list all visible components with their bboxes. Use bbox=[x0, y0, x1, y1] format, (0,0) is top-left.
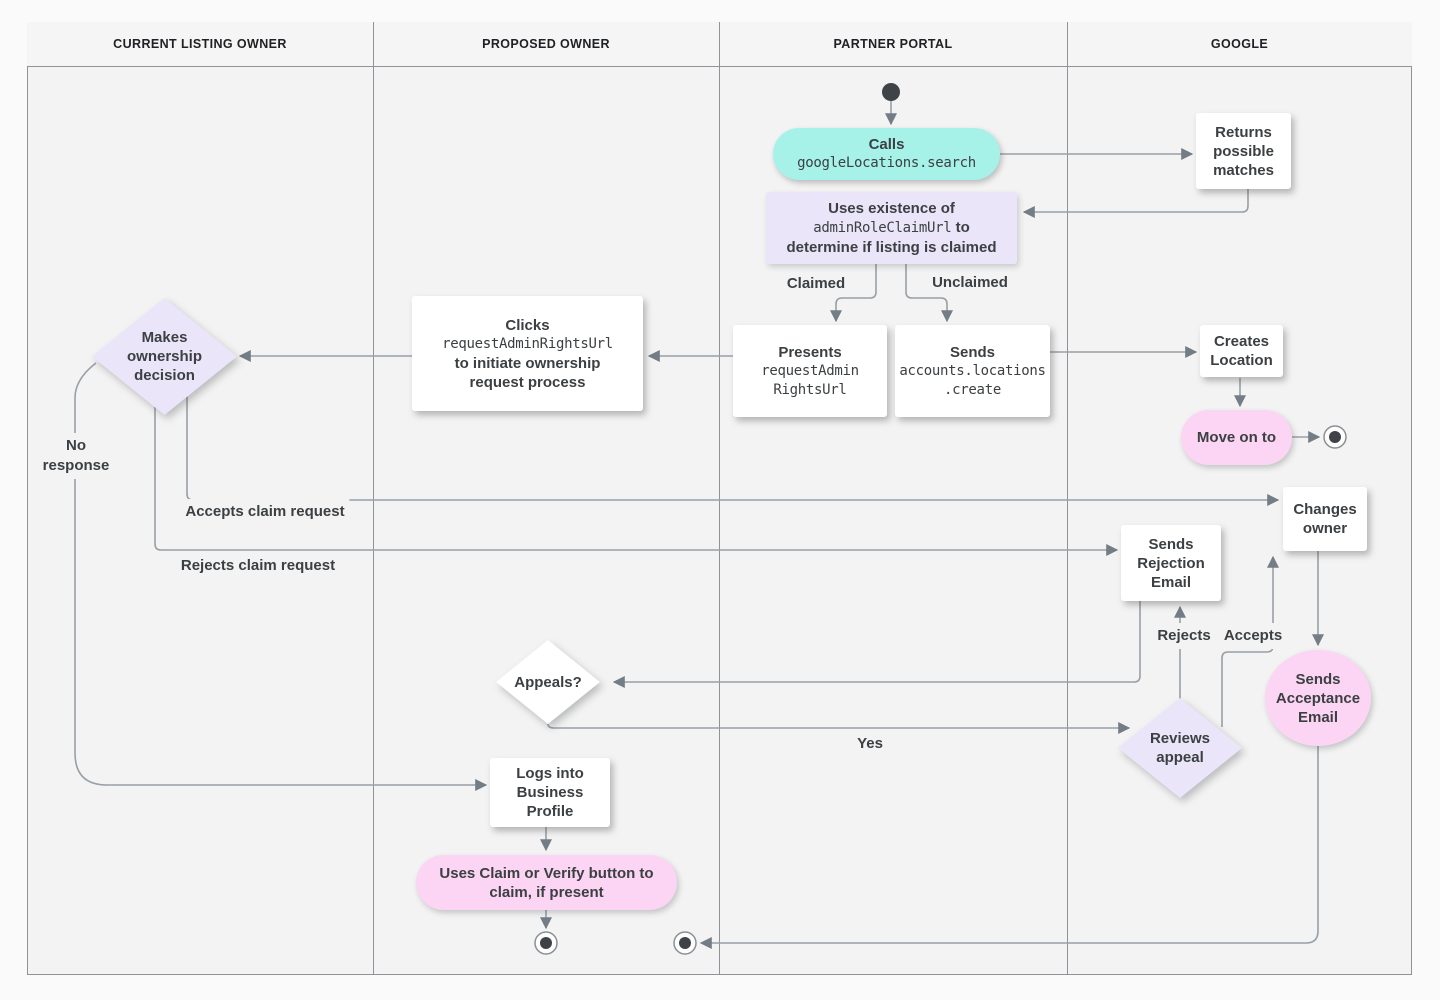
node-sends-accounts-locations-create: Sends accounts.locations .create bbox=[895, 325, 1050, 417]
lane-divider bbox=[373, 22, 374, 975]
edge-label-yes: Yes bbox=[852, 731, 888, 757]
node-text-line3: request process bbox=[469, 373, 586, 391]
lane-header-google: GOOGLE bbox=[1067, 22, 1412, 66]
node-text: Changes owner bbox=[1293, 501, 1357, 537]
node-logs-into-business-profile: Logs into Business Profile bbox=[490, 758, 610, 827]
lane-title: CURRENT LISTING OWNER bbox=[113, 37, 287, 51]
end-node-acceptance bbox=[673, 931, 697, 955]
node-presents-requestadminrightsurl: Presents requestAdmin RightsUrl bbox=[733, 325, 887, 417]
lane-divider bbox=[719, 22, 720, 975]
node-text: Makes ownership decision bbox=[126, 329, 202, 384]
node-returns-possible-matches: Returns possible matches bbox=[1196, 113, 1291, 189]
node-text-line3: determine if listing is claimed bbox=[786, 239, 997, 256]
lane-divider bbox=[1067, 22, 1068, 975]
edge-label-no-response: No response bbox=[29, 433, 123, 479]
start-node bbox=[882, 83, 900, 101]
end-node-move-on bbox=[1323, 425, 1347, 449]
edge-uses-to-sends-unclaimed bbox=[905, 264, 953, 323]
header-divider bbox=[27, 66, 1412, 67]
api-code: requestAdminRightsUrl bbox=[442, 335, 613, 352]
api-code: RightsUrl bbox=[773, 381, 847, 398]
node-creates-location: Creates Location bbox=[1200, 325, 1283, 377]
edge-label-rejects: Rejects bbox=[1152, 623, 1216, 649]
edge-label-unclaimed: Unclaimed bbox=[927, 270, 1013, 296]
edge-uses-to-presents-claimed bbox=[830, 264, 877, 323]
node-reviews-appeal: Reviews appeal bbox=[1118, 698, 1242, 798]
node-title: Sends bbox=[949, 343, 995, 361]
node-appeals-question: Appeals? bbox=[496, 640, 600, 724]
api-code: .create bbox=[944, 381, 1001, 398]
edge-label-claimed: Claimed bbox=[781, 271, 851, 297]
edge-label-rejects-claim-request: Rejects claim request bbox=[175, 553, 341, 579]
node-text-line2: to bbox=[955, 219, 970, 236]
node-clicks-requestadminrightsurl: Clicks requestAdminRightsUrl to initiate… bbox=[412, 296, 643, 411]
node-text-line1: Uses existence of bbox=[828, 200, 955, 217]
node-calls-googlelocations-search: Calls googleLocations.search bbox=[773, 128, 1000, 180]
node-move-on-to: Move on to bbox=[1181, 410, 1292, 465]
node-title: Clicks bbox=[505, 316, 550, 334]
lane-title: GOOGLE bbox=[1210, 37, 1269, 51]
edge-appeals-yes-to-reviews bbox=[547, 722, 1131, 734]
node-changes-owner: Changes owner bbox=[1283, 487, 1367, 551]
end-node-claim bbox=[534, 931, 558, 955]
api-code: adminRoleClaimUrl bbox=[813, 220, 952, 236]
edge-label-accepts-claim-request: Accepts claim request bbox=[180, 499, 350, 525]
node-text: Sends Acceptance Email bbox=[1275, 670, 1361, 726]
node-uses-claim-or-verify-button: Uses Claim or Verify button to claim, if… bbox=[416, 855, 677, 910]
node-text: Appeals? bbox=[514, 673, 582, 691]
edge-rejects-claim-to-rejection-email bbox=[154, 407, 1119, 556]
edge-returns-to-uses bbox=[1022, 189, 1249, 218]
node-text: Sends Rejection Email bbox=[1137, 535, 1205, 591]
api-code: requestAdmin bbox=[761, 362, 859, 379]
node-makes-ownership-decision: Makes ownership decision bbox=[92, 298, 237, 415]
lane-header-current-listing-owner: CURRENT LISTING OWNER bbox=[27, 22, 373, 66]
lane-title: PARTNER PORTAL bbox=[833, 37, 953, 51]
node-sends-rejection-email: Sends Rejection Email bbox=[1121, 525, 1221, 601]
lane-title: PROPOSED OWNER bbox=[482, 37, 610, 51]
lane-header-proposed-owner: PROPOSED OWNER bbox=[373, 22, 719, 66]
node-text: Logs into Business Profile bbox=[516, 765, 584, 820]
edge-label-accepts: Accepts bbox=[1218, 623, 1288, 649]
node-uses-existence-adminroleclaimurl: Uses existence of adminRoleClaimUrl to d… bbox=[766, 192, 1017, 264]
node-sends-acceptance-email: Sends Acceptance Email bbox=[1265, 650, 1371, 746]
edge-no-response-to-logs-into bbox=[74, 362, 488, 791]
edge-acceptance-email-to-end bbox=[699, 746, 1319, 949]
node-title: Presents bbox=[778, 343, 842, 361]
lane-header-partner-portal: PARTNER PORTAL bbox=[719, 22, 1067, 66]
node-title: Calls bbox=[868, 136, 905, 153]
node-text: Move on to bbox=[1196, 429, 1277, 446]
api-code: googleLocations.search bbox=[797, 155, 976, 171]
node-text: Uses Claim or Verify button to claim, if… bbox=[439, 864, 654, 901]
node-text: Returns possible matches bbox=[1213, 123, 1274, 179]
node-text: Creates Location bbox=[1210, 333, 1273, 369]
node-text-line2: to initiate ownership bbox=[454, 354, 601, 372]
edge-rejection-email-to-appeals bbox=[612, 601, 1141, 688]
node-text: Reviews appeal bbox=[1149, 730, 1211, 766]
api-code: accounts.locations bbox=[899, 362, 1046, 379]
